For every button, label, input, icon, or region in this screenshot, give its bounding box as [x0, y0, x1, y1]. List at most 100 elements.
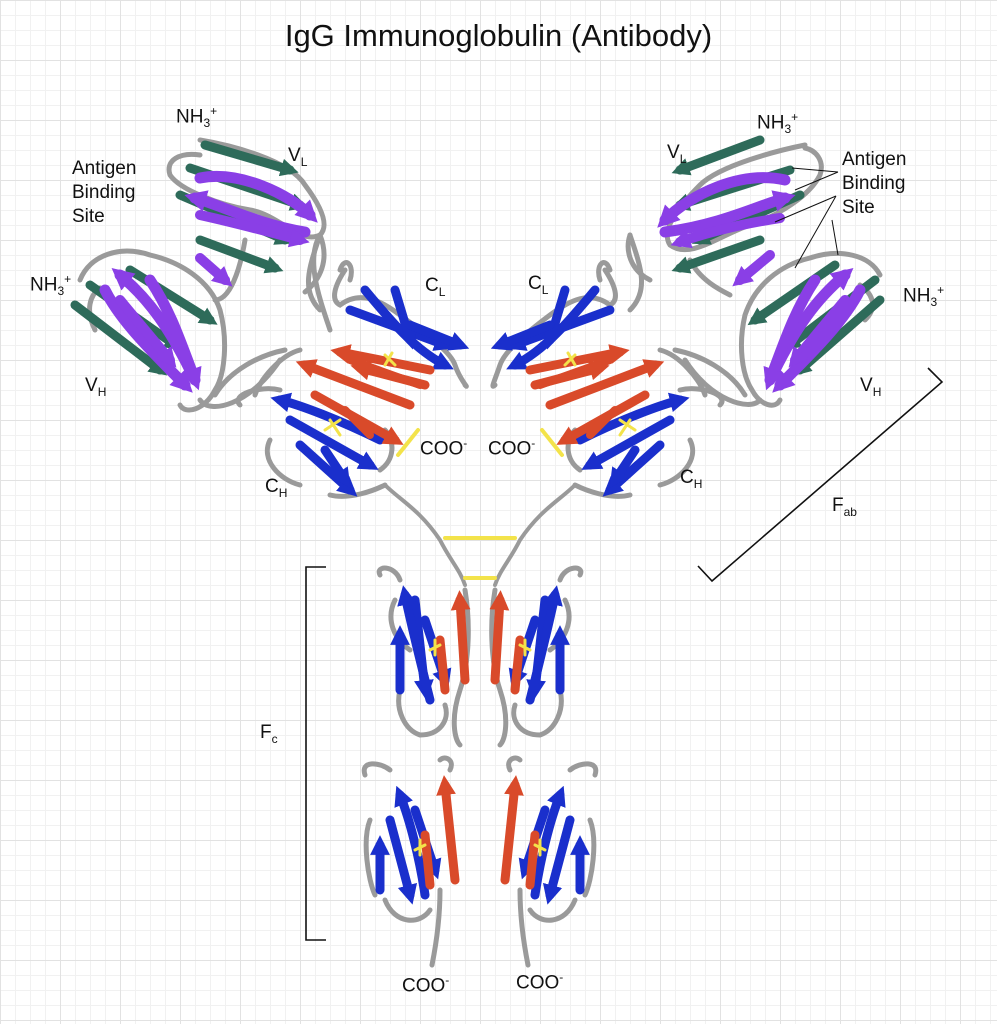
nh3-label-vh-right: NH3+	[903, 283, 945, 310]
disulfide	[413, 838, 427, 857]
fab-bracket	[697, 367, 944, 583]
disulfide	[533, 838, 547, 857]
loop	[490, 232, 645, 389]
strand	[295, 359, 415, 410]
fc-label: Fc	[260, 722, 278, 746]
ch-domain-right	[545, 347, 725, 499]
nh3-label-vl-right: NH3+	[757, 110, 799, 137]
strand	[385, 815, 418, 905]
disulfide	[540, 428, 564, 457]
strand	[763, 274, 821, 391]
strand	[394, 785, 430, 900]
antigen-binding-site-label-left: Antigen Binding Site	[72, 158, 137, 227]
disulfide	[323, 418, 342, 437]
strand	[320, 445, 351, 489]
cl-domain-right	[490, 232, 645, 390]
vl-domain-left	[166, 137, 327, 303]
strand	[657, 172, 791, 228]
strand	[500, 775, 524, 885]
strand	[330, 344, 435, 375]
strand	[510, 635, 525, 695]
coo-label-light-right: COO-	[488, 436, 536, 460]
strand	[671, 135, 765, 176]
strand	[747, 260, 840, 326]
strand	[772, 284, 866, 393]
loop	[235, 347, 395, 499]
cl-label-left: CL	[425, 275, 446, 299]
disulfide	[396, 428, 420, 457]
strand	[530, 785, 566, 900]
strand	[525, 830, 540, 890]
strand	[390, 285, 417, 350]
strand	[609, 445, 640, 489]
linkers-right	[540, 347, 748, 457]
hinge	[383, 483, 577, 587]
strand	[405, 320, 470, 351]
fab-label: Fab	[832, 495, 857, 519]
strand	[450, 590, 471, 685]
diagram-title: IgG Immunoglobulin (Antibody)	[284, 18, 713, 53]
strand	[543, 285, 570, 350]
loop	[212, 232, 333, 398]
strand	[195, 253, 233, 287]
vl-label-right: VL	[667, 142, 687, 166]
strand	[436, 775, 460, 885]
fc-bracket	[305, 566, 326, 941]
fc-ch2-left	[376, 565, 471, 748]
vl-domain-right	[625, 135, 824, 298]
vh-label-left: VH	[85, 375, 107, 399]
disulfide	[518, 638, 532, 657]
antigen-binding-site-label-right: Antigen Binding Site	[842, 149, 907, 218]
disulfide	[563, 351, 577, 367]
strand	[346, 356, 424, 389]
strand	[581, 415, 675, 470]
strand	[489, 590, 510, 685]
strand	[125, 265, 218, 325]
strand	[732, 250, 775, 287]
strand	[420, 830, 435, 890]
disulfide	[618, 418, 637, 437]
disulfide	[383, 351, 397, 367]
strand	[194, 171, 318, 223]
ch-domain-left	[235, 347, 415, 499]
hinge-chain-right	[493, 483, 577, 587]
coo-label-heavy-right: COO-	[516, 970, 564, 994]
strand	[115, 295, 177, 368]
strand	[670, 213, 785, 249]
fc-ch3-right	[500, 755, 599, 968]
strand	[542, 815, 575, 905]
ch-label-left: CH	[265, 476, 288, 500]
disulfide	[428, 638, 442, 657]
strand	[285, 415, 379, 470]
loop	[506, 755, 599, 968]
strand	[788, 295, 850, 368]
antigen-site-pointers	[774, 167, 839, 269]
strand	[200, 140, 299, 177]
fab-right	[490, 135, 885, 499]
vh-label-right: VH	[860, 375, 882, 399]
strand	[144, 274, 202, 391]
strand	[99, 284, 193, 393]
loop	[361, 755, 454, 968]
strand	[397, 585, 435, 705]
strand	[341, 406, 374, 439]
strand	[536, 356, 614, 389]
vh-domain-right	[682, 250, 885, 408]
strand	[659, 190, 796, 238]
strand	[435, 635, 450, 695]
cl-domain-left	[305, 232, 470, 390]
strand	[195, 235, 284, 274]
nh3-label-vh-left: NH3+	[30, 272, 72, 299]
hinge-chain-left	[383, 483, 467, 587]
strand	[525, 344, 630, 375]
nh3-label-vl-left: NH3+	[176, 104, 218, 131]
coo-label-heavy-left: COO-	[402, 973, 450, 997]
strand	[70, 300, 168, 376]
fc-ch3-left	[361, 755, 460, 968]
strand	[490, 320, 555, 351]
strand	[195, 210, 310, 248]
strand	[545, 359, 665, 410]
fc-ch2-right	[489, 565, 584, 748]
ch-label-right: CH	[680, 467, 703, 491]
